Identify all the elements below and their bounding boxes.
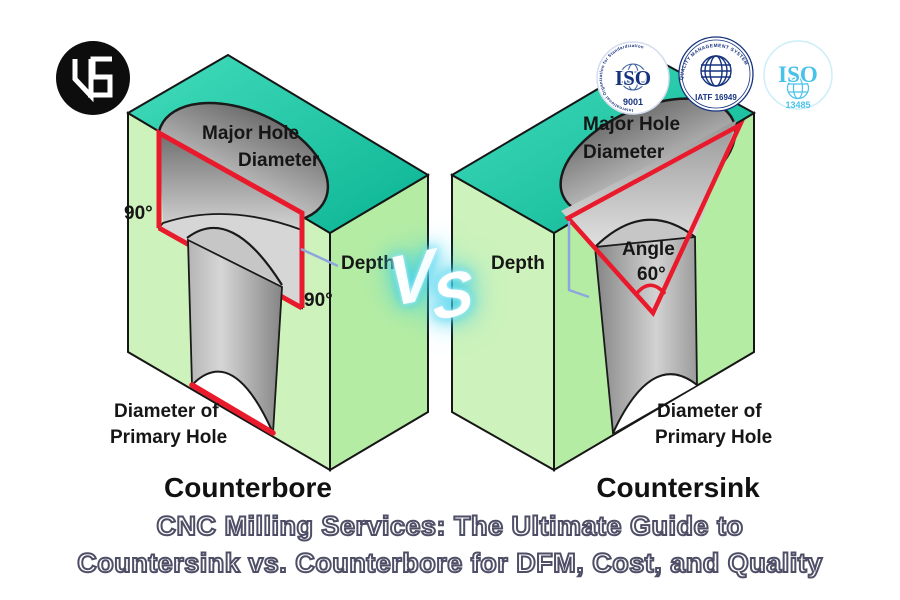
counterbore-block <box>126 53 430 472</box>
countersink-major-hole-label-line2: Diameter <box>583 142 665 163</box>
badge-number-text: IATF 16949 <box>695 93 737 102</box>
globe-icon <box>786 76 810 100</box>
badge-number-text: 9001 <box>623 97 643 107</box>
countersink-primary-dia-label-line2: Primary Hole <box>655 427 773 448</box>
depth-pointer-line <box>300 247 339 268</box>
counterbore-90deg-right-label: 90° <box>304 290 333 311</box>
exit-hole-opening <box>192 371 273 433</box>
caption-line2: Countersink vs. Counterbore for DFM, Cos… <box>76 547 823 579</box>
vs-badge: V S <box>385 233 504 356</box>
badge-iso-text: ISO <box>615 66 651 90</box>
badge-circle <box>596 41 670 115</box>
countersink-angle-label: Angle <box>622 239 675 260</box>
countersink-block <box>450 55 757 472</box>
countersink-exit-opening <box>613 374 697 433</box>
brand-logo <box>56 41 130 115</box>
primary-diameter-line-red <box>189 382 276 436</box>
badge-circle <box>678 36 754 112</box>
caption-line1: CNC Milling Services: The Ultimate Guide… <box>155 510 744 542</box>
counterbore-primary-dia-label-line2: Primary Hole <box>110 427 228 448</box>
badge-number-text: 13485 <box>785 100 810 110</box>
badge-iso-9001: ISO 9001 International Organization for … <box>596 41 670 115</box>
countersink-depth-label: Depth <box>491 253 545 274</box>
badge-iatf-16949: IATF 16949 QUALITY MANAGEMENT SYSTEM <box>678 36 754 112</box>
depth-bracket-line <box>567 221 590 299</box>
logo-monogram-icon <box>88 56 113 98</box>
countersink-exit-rim <box>612 373 698 434</box>
counterbore-major-hole-label-line1: Major Hole <box>202 123 300 144</box>
countersink-primary-dia-label-line1: Diameter of <box>657 401 762 422</box>
angle-arc-red <box>635 283 667 296</box>
counterbore-90deg-left-label: 90° <box>124 203 153 224</box>
primary-hole-far-rim <box>187 227 282 285</box>
counterbore-major-hole-label-line2: Diameter <box>238 150 320 171</box>
counterbore-inner-wall <box>159 133 302 230</box>
globe-icon <box>619 63 647 91</box>
vs-letter-v: V <box>385 233 437 323</box>
cross-section-outline-red <box>156 128 305 308</box>
primary-hole-rim-outline <box>186 227 283 286</box>
vs-letter-s: S <box>430 256 476 335</box>
cone-cross-section-red <box>564 119 745 318</box>
badge-circle <box>763 40 833 110</box>
counterbore-depth-label: Depth <box>341 253 395 274</box>
badge-iso-13485: ISO 13485 <box>763 40 833 110</box>
countersink-shaft-rim <box>595 219 695 247</box>
exit-hole-rim <box>191 370 274 434</box>
badge-iso-text: ISO <box>778 62 818 87</box>
countersink-shaft-rim-outline <box>594 218 696 248</box>
badge-inner-ring <box>681 39 751 109</box>
countersink-angle-value: 60° <box>637 264 666 285</box>
countersink-major-hole-label-line1: Major Hole <box>583 114 681 135</box>
countersink-title: Countersink <box>596 472 760 503</box>
globe-icon <box>700 55 732 87</box>
counterbore-primary-dia-label-line1: Diameter of <box>114 401 219 422</box>
counterbore-title: Counterbore <box>164 472 332 503</box>
